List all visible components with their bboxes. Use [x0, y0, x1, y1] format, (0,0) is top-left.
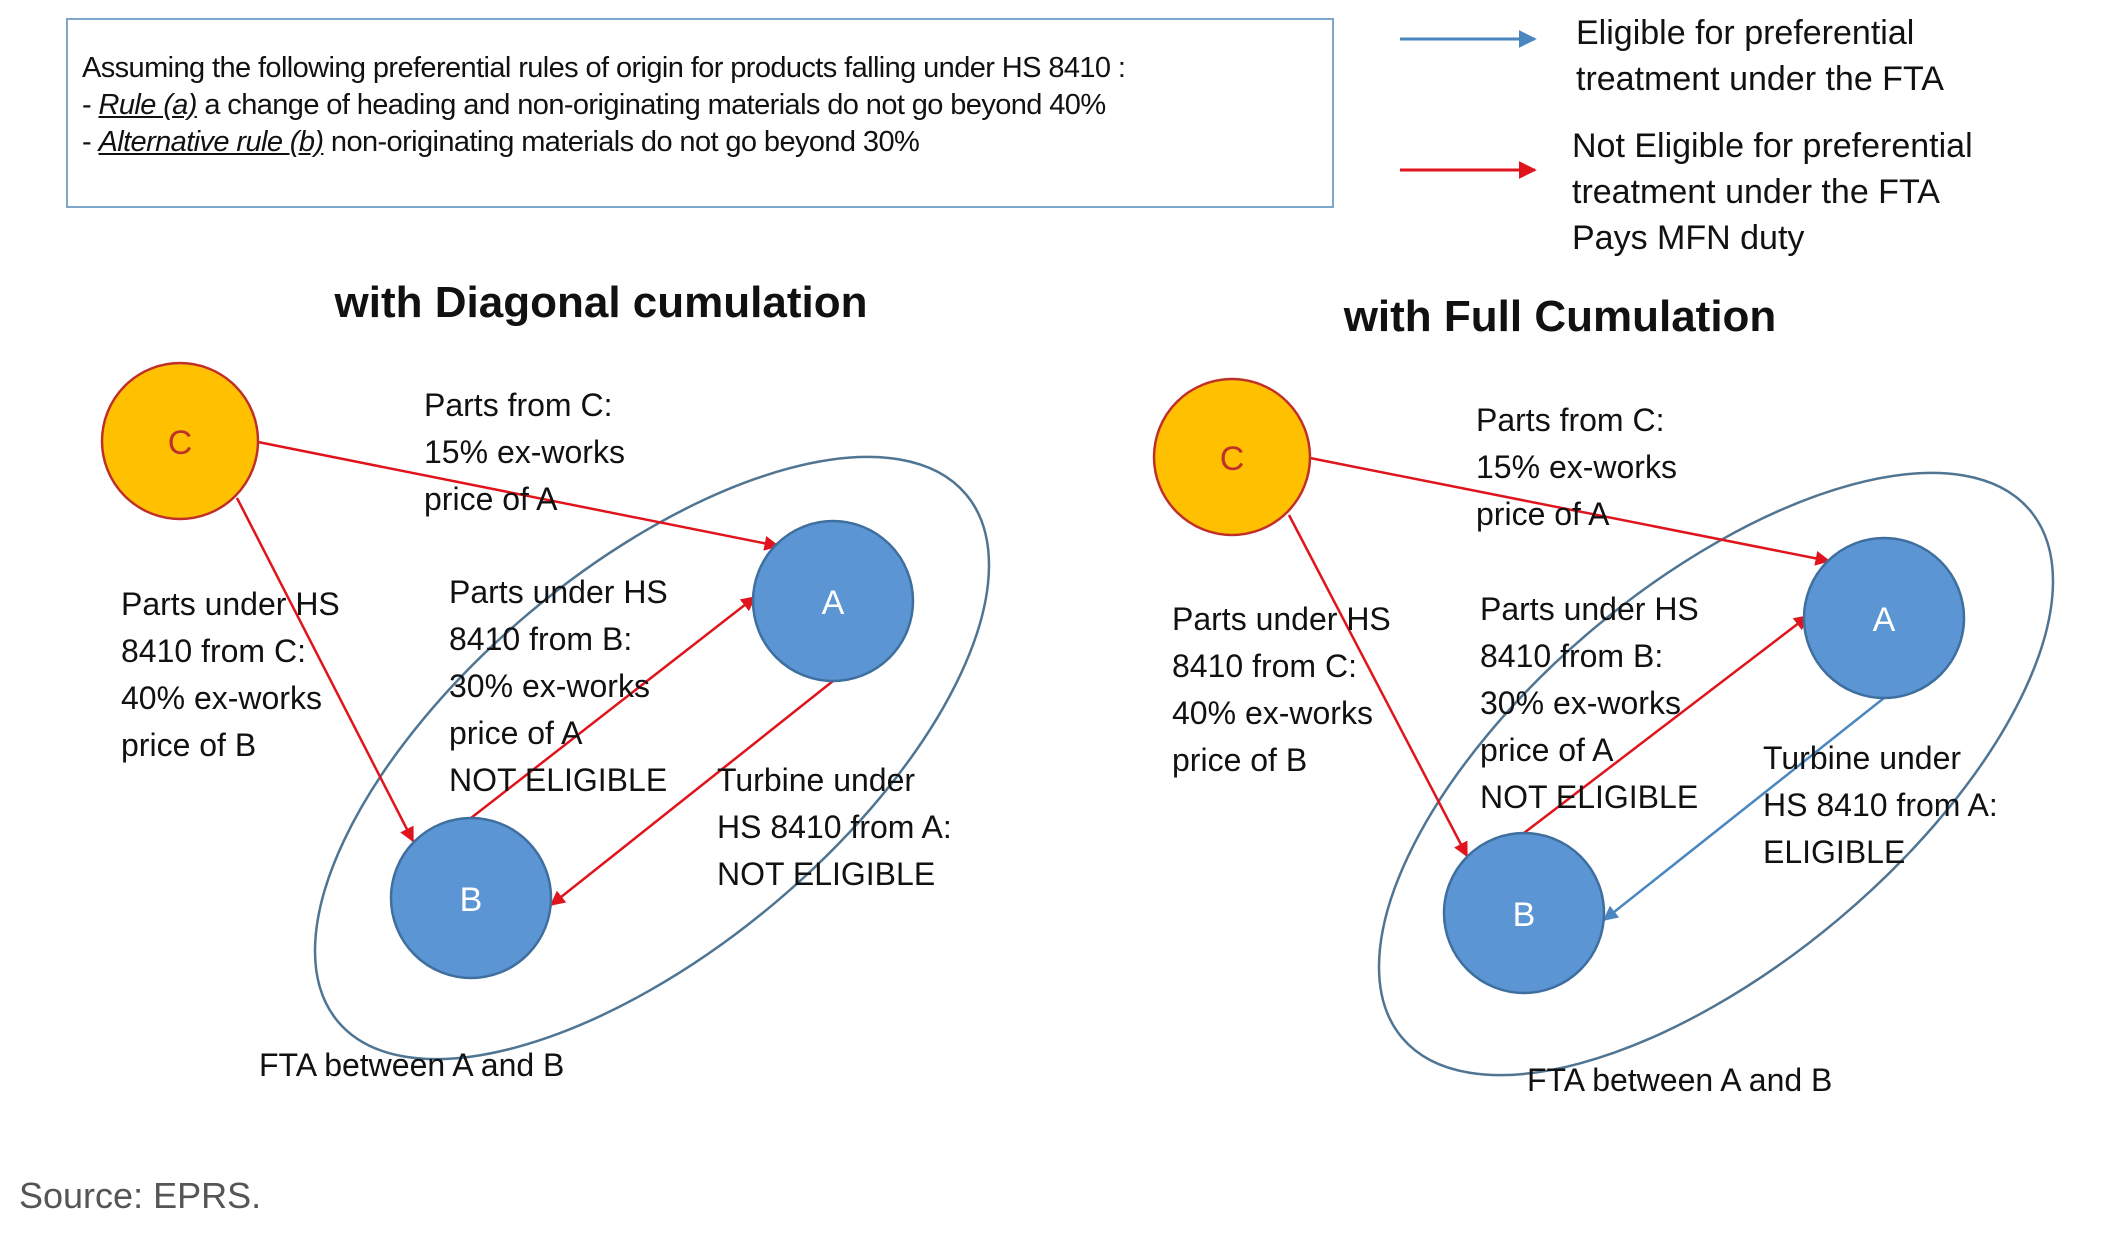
fta-boundary [313, 455, 991, 1061]
panel-diagonal: C A B [100, 361, 991, 1061]
node-a-label: A [822, 584, 845, 622]
label-b-to-a: Parts under HS 8410 from B: 30% ex-works… [1480, 591, 1699, 815]
node-c [1152, 377, 1312, 537]
rules-of-origin-box: Assuming the following preferential rule… [66, 18, 1334, 208]
panel-title-full: with Full Cumulation [1343, 292, 1777, 341]
legend-not-eligible-line: treatment under the FTA [1572, 173, 1940, 211]
panel-title-diagonal: with Diagonal cumulation [334, 278, 868, 327]
rule-a: - Rule (a) a change of heading and non-o… [82, 87, 1106, 124]
label-c-to-a: Parts from C: 15% ex-works price of A [424, 387, 625, 517]
node-a-label: A [1873, 601, 1896, 639]
legend-not-eligible-line: Pays MFN duty [1572, 219, 1805, 257]
rule-a-prefix: - [82, 89, 99, 121]
node-c-label: C [1220, 440, 1245, 478]
arrow-a-to-b [1602, 697, 1885, 921]
arrow-b-to-a [1523, 615, 1810, 834]
fta-boundary [1377, 471, 2055, 1077]
label-c-to-b: Parts under HS 8410 from C: 40% ex-works… [121, 586, 340, 763]
arrow-a-to-b [549, 680, 834, 906]
node-c [100, 361, 260, 521]
rule-b-text: non-originating materials do not go beyo… [323, 126, 920, 158]
rule-a-label: Rule (a) [98, 89, 198, 121]
node-c-label: C [168, 424, 193, 462]
node-b-label: B [460, 881, 483, 919]
node-b [1442, 831, 1606, 995]
node-b [389, 816, 553, 980]
label-a-to-b: Turbine under HS 8410 from A: NOT ELIGIB… [717, 762, 952, 892]
arrow-c-to-a [257, 440, 780, 551]
legend-eligible: Eligible for preferential treatment unde… [1576, 10, 1944, 102]
arrow-c-to-b [235, 497, 415, 843]
rules-intro: Assuming the following preferential rule… [82, 52, 1126, 84]
label-b-to-a: Parts under HS 8410 from B: 30% ex-works… [449, 574, 668, 798]
label-a-to-b: Turbine under HS 8410 from A: ELIGIBLE [1763, 740, 1998, 870]
arrow-c-to-a [1309, 456, 1831, 566]
rule-b-prefix: - [82, 126, 99, 158]
rule-b-label: Alternative rule (b) [98, 126, 325, 158]
source-note: Source: EPRS. [19, 1175, 262, 1216]
rule-b: - Alternative rule (b) non-originating m… [82, 124, 920, 161]
node-b-label: B [1513, 896, 1536, 934]
rule-a-text: a change of heading and non-originating … [196, 89, 1106, 121]
fta-label: FTA between A and B [1527, 1062, 1833, 1098]
arrow-c-to-b [1287, 514, 1469, 858]
arrow-b-to-a [470, 596, 757, 819]
legend-not-eligible-line: Not Eligible for preferential [1572, 127, 1973, 165]
label-c-to-a: Parts from C: 15% ex-works price of A [1476, 402, 1677, 532]
label-c-to-b: Parts under HS 8410 from C: 40% ex-works… [1172, 601, 1391, 778]
node-a [751, 519, 915, 683]
legend-not-eligible: Not Eligible for preferential treatment … [1572, 123, 1973, 261]
node-a [1802, 536, 1966, 700]
panel-full: C A B [1152, 377, 2055, 1077]
fta-label: FTA between A and B [259, 1047, 565, 1083]
legend-eligible-line: Eligible for preferential [1576, 14, 1915, 52]
legend-eligible-line: treatment under the FTA [1576, 60, 1944, 98]
